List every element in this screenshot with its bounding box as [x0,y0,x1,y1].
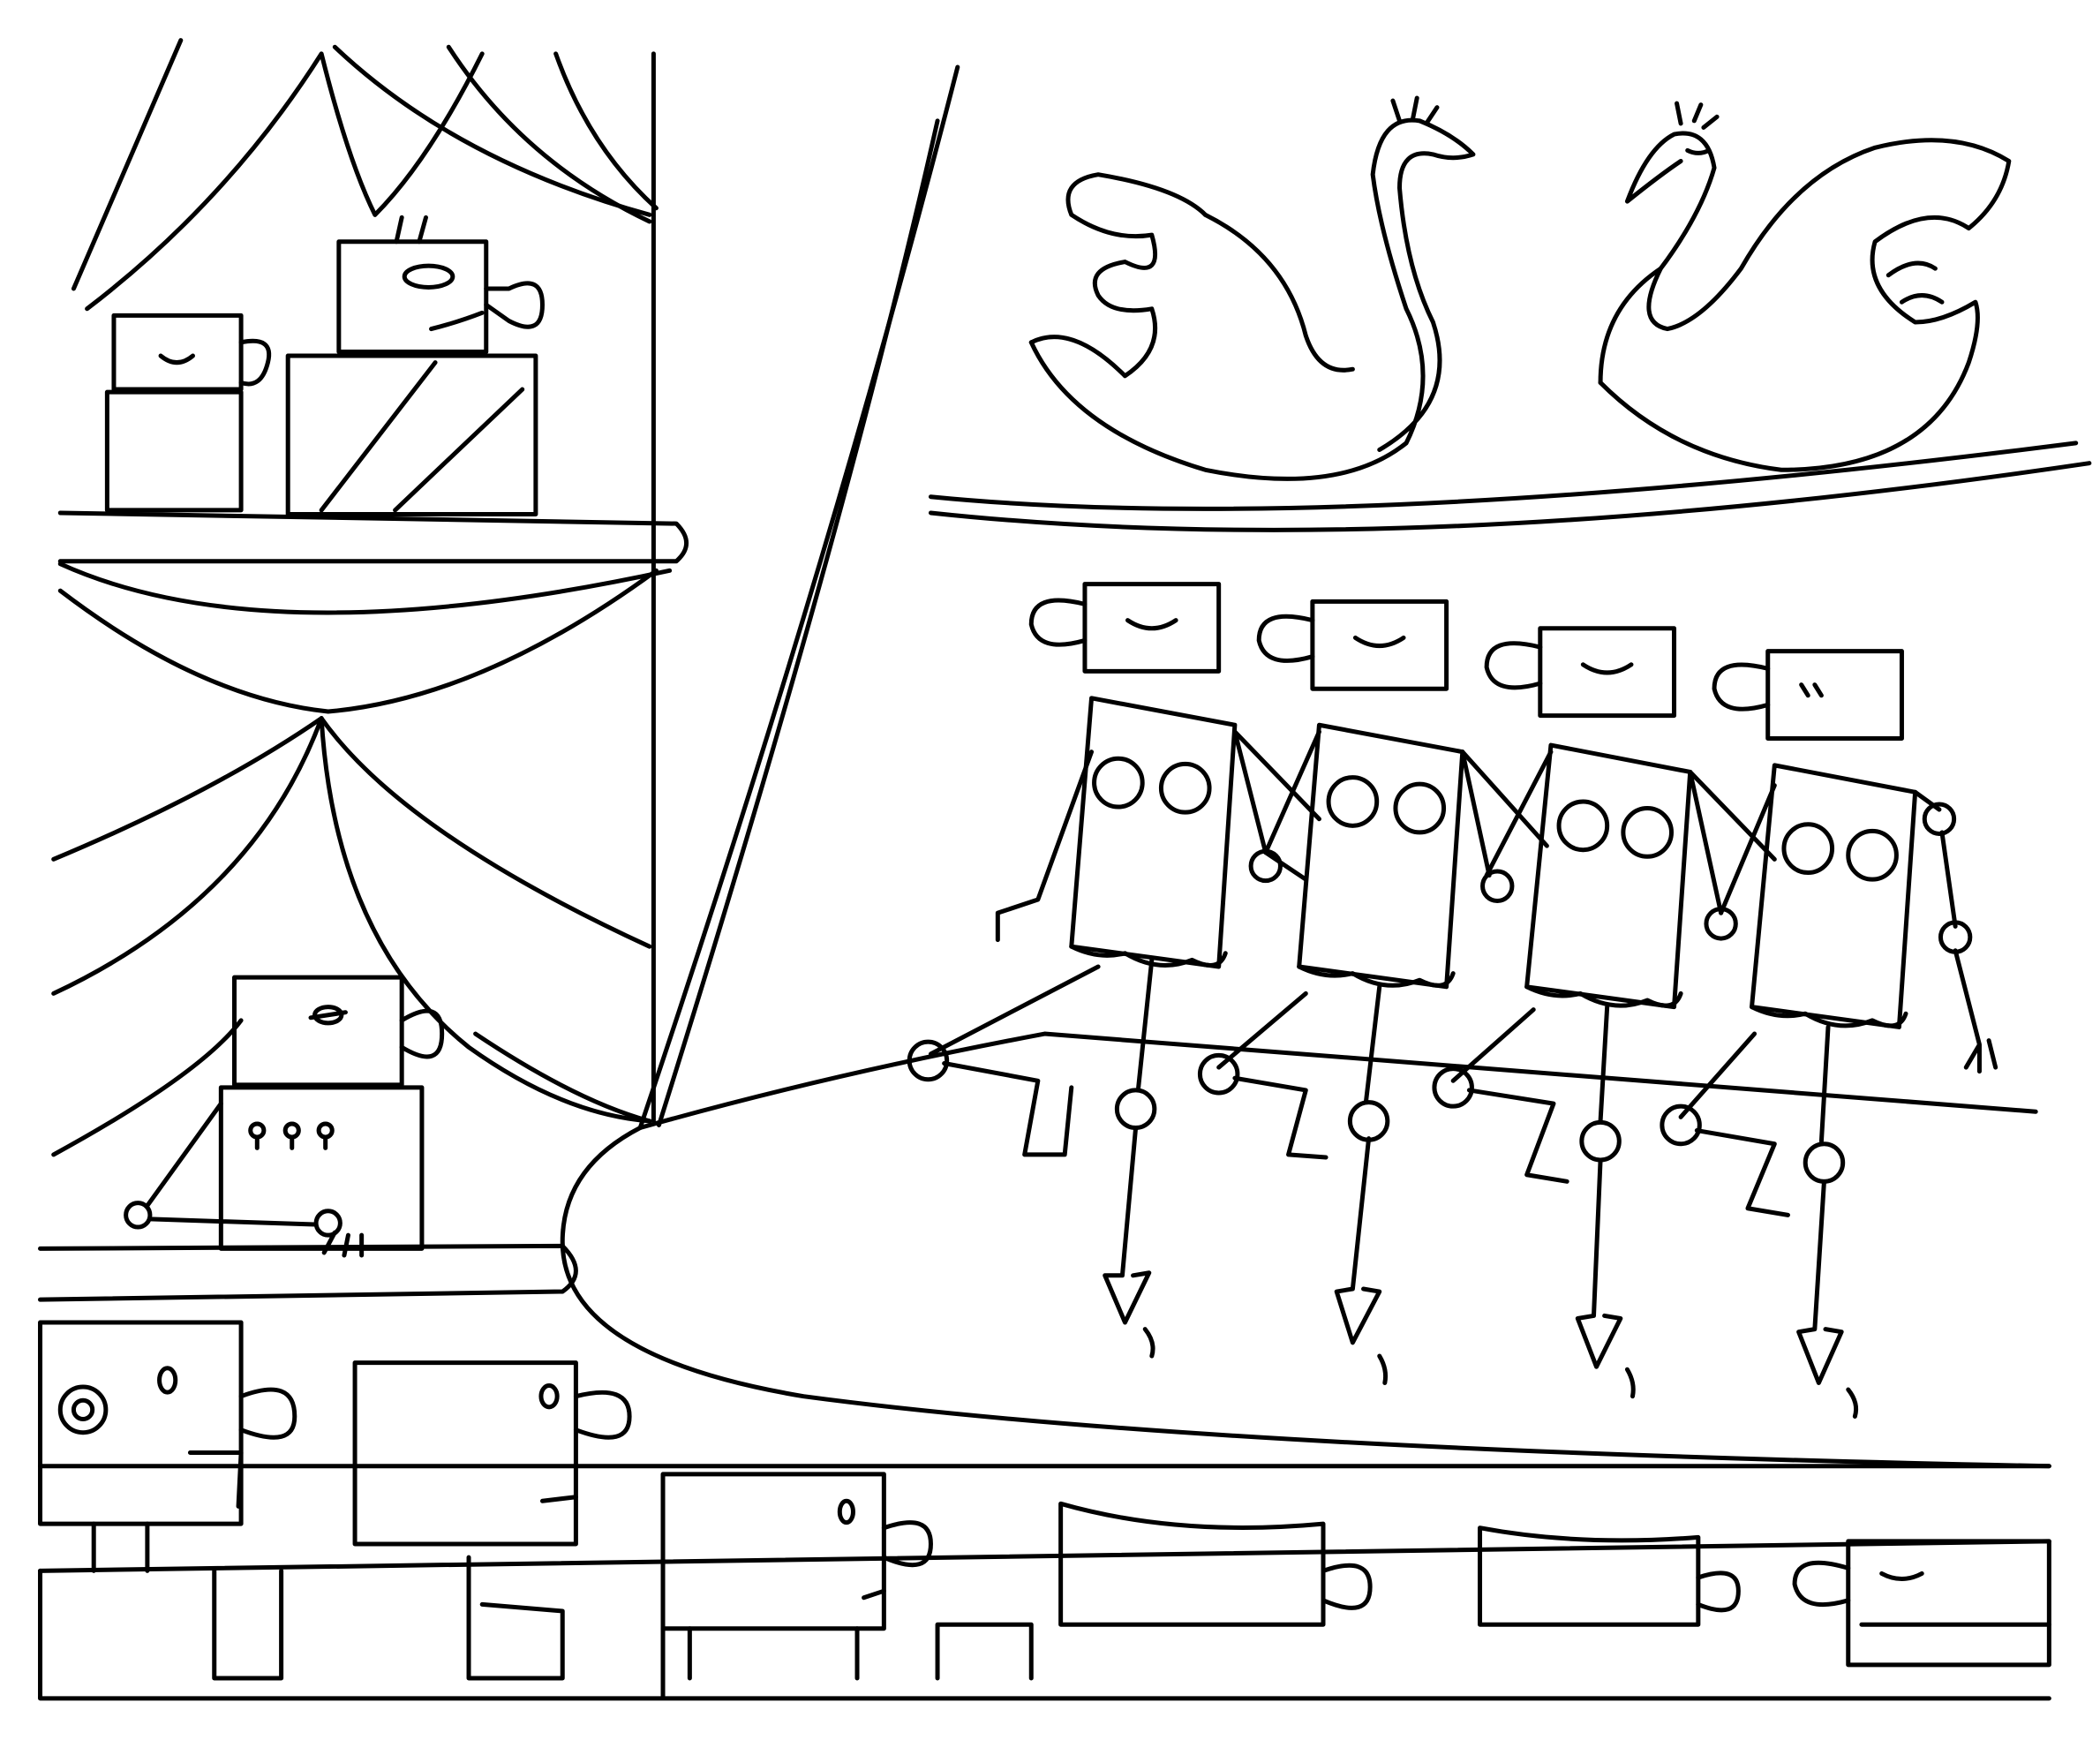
stage [562,1034,2049,1466]
stage-curtain [640,67,2089,1127]
dancer-1 [909,584,1306,1356]
swan-left [1031,98,1473,478]
seat-backs [41,1571,2050,1698]
audience-head-6 [1795,1541,2049,1665]
audience-head-3 [663,1474,930,1678]
audience-head-2 [355,1363,629,1678]
rail-robot [126,977,442,1255]
box-rail [41,1246,576,1299]
balcony [60,513,686,712]
dancer-3 [1434,629,1735,1397]
floor-line [41,1541,2050,1571]
lower-curtain-drapes [54,719,650,1155]
swan-right [1600,103,2009,470]
audience-head-1 [41,1322,295,1678]
audience-head-5 [1480,1528,1739,1625]
balcony-robot-small [107,315,268,510]
upper-curtain-drapes [73,41,656,309]
dancer-4 [1662,652,1996,1417]
balcony-robot-tall [288,217,542,514]
dancer-2 [1200,601,1512,1382]
dancers [909,584,1995,1417]
audience-head-4 [937,1503,1370,1678]
